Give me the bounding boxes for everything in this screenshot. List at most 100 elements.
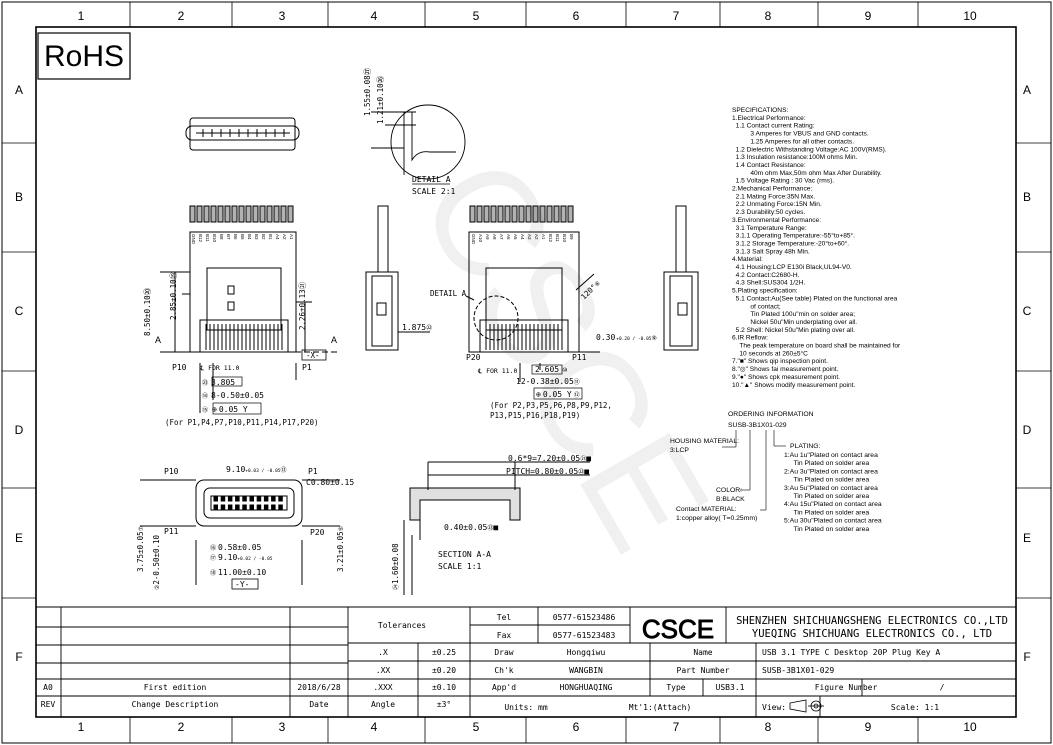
solder-pad [511,205,518,223]
contact-top [263,496,269,502]
type-value: USB3.1 [716,683,745,692]
dim-1875: 1.875㉒ [402,323,432,332]
dim-8-50: 8.50±0.10⑳ [143,287,152,336]
appd-label: App'd [492,683,516,692]
grid-col-label: 9 [865,720,872,734]
pn-label: Part Number [677,666,730,675]
grid-row-label: D [1023,423,1032,437]
spec-line: 5.2 Shell: Nickel 50u"Min plating over a… [732,327,855,334]
grid-row-label: A [15,83,23,97]
note-left: (For P1,P4,P7,P10,P11,P14,P17,P20) [165,418,319,427]
solder-pad [469,205,476,223]
chamfer: C0.80±0.15 [306,478,354,487]
solder-pad [483,205,490,223]
contact-bottom [220,504,226,510]
datum-y: -Y- [235,580,249,589]
pin-label: B1 [268,234,273,240]
fax-label: Fax [497,631,512,640]
tolerance-key: .X [378,648,388,657]
pin-label: A8 [492,234,497,240]
pin-label: B5 [240,234,245,240]
solder-pad [532,205,539,223]
solder-pad [518,205,525,223]
grid-col-label: 4 [371,720,378,734]
pin-label: A9 [485,234,490,240]
solder-pad [504,205,511,223]
dim-2-85: 2.85±0.10⑲ [169,271,178,320]
contact-bottom [271,504,276,510]
plating-line: 5:Au 30u"Plated on contact area [784,518,882,525]
label-p10-left: P10 [172,363,187,372]
grid-col-label: 3 [279,9,286,23]
solder-pad [560,205,567,223]
tel-value: 0577-61523486 [553,613,616,622]
solder-pad [203,205,210,223]
plating-line: Tin Plated on solder area [784,526,869,533]
top-view [185,117,300,151]
cl-for-left: ℄ FOR 11.0 [199,364,239,372]
plating-line: Tin Plated on solder area [784,460,869,467]
spec-line: 10 seconds at 260±5°C [732,349,808,357]
label-p20-mid: P20 [466,353,481,362]
plating-line: 4:Au 15u"Plated on contact area [784,501,882,508]
figure-label: Figure Number [815,683,878,692]
housing-value: 3:LCP [670,447,689,454]
rohs-label: RoHS [44,40,124,73]
solder-pad [567,205,574,223]
solder-pad [224,205,231,223]
dim-375: 3.75±0.05⑦ [136,526,145,572]
detail-scale: SCALE 2:1 [412,187,456,196]
contact-top [242,496,247,502]
pin-label: A2 [534,234,539,240]
rev-code: A0 [43,683,53,692]
plating-line: 1:Au 1u"Plated on contact area [784,452,878,459]
plating-line: Tin Plated on solder area [784,477,869,484]
spec-line: 5.1 Contact:Au(See table) Plated on the … [732,295,898,302]
solder-pad [476,205,483,223]
solder-pad [189,205,196,223]
spec-line: 3 Amperes for VBUS and GND contacts. [732,131,869,138]
company-name-1: SHENZHEN SHICHUANGSHENG ELECTRONICS CO.,… [736,615,1008,627]
grid-col-label: 5 [473,720,480,734]
spec-line: The peak temperature on board shall be m… [732,343,901,350]
spec-line: 40m ohm Max,50m ohm Max After Durability… [732,170,882,177]
solder-pad [525,205,532,223]
solder-pad [553,205,560,223]
grid-row-label: D [15,423,24,437]
solder-pad [196,205,203,223]
spec-line: 3.1 Temperature Range: [732,225,807,232]
label-p11-mid: P11 [572,353,587,362]
ordering-part: SUSB-3B1X01-029 [728,422,787,429]
contact-bottom [256,504,262,510]
contact-bottom [263,504,269,510]
contact-top [249,496,254,502]
tolerance-value: ±0.20 [432,666,456,675]
pin-label: A5 [513,234,518,240]
contact-top [256,496,262,502]
spec-line: 6.IR Reflow: [732,335,768,342]
grid-row-label: C [1023,304,1032,318]
spec-line: 2.Mechanical Performance: [732,186,812,193]
spec-line: 2.2 Unmating Force:15N Min. [732,201,822,208]
contact-bottom [213,504,218,510]
contact-top [235,496,240,502]
solder-pad [280,205,287,223]
contact-bottom [242,504,247,510]
dim-0-6x9: 0.6*9=7.20±0.05㉑■ [508,454,591,463]
contact-bottom [227,504,233,510]
cl-for-mid: ℄ FOR 11.0 [477,367,517,375]
spec-line: Tin Plated 100u"min on solder area; [732,311,855,318]
projection-symbol-icon [789,699,824,713]
tolerance-value: ±0.10 [432,683,456,692]
grid-row-label: E [15,531,23,545]
units: Units: mm [504,703,548,712]
solder-pad [287,205,294,223]
company-name-2: YUEQING SHICHUANG ELECTRONICS CO., LTD [752,628,992,640]
section-a-right: A [331,335,337,345]
right-side-view [663,205,699,351]
contact-bottom [278,504,283,510]
label-p20-front: P20 [310,528,325,537]
